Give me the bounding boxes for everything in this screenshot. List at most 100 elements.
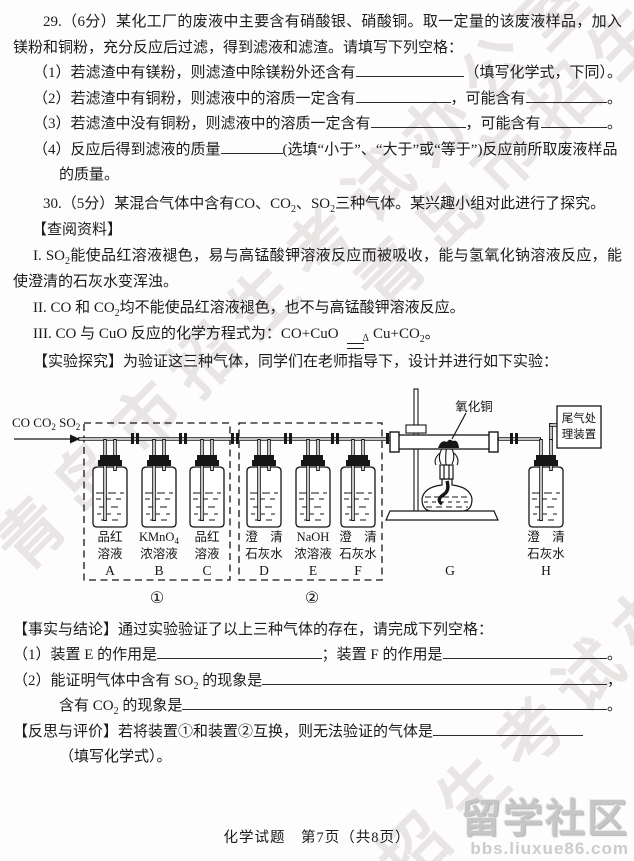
q29-item4-note: (选填“小于”、“大于”或“等于”)反应前所取废液样品: [282, 141, 618, 158]
page-footer: 化学试题 第7页（共8页）: [223, 830, 411, 846]
logo-url: bbs.liuxue86.com: [470, 839, 629, 859]
svg-text:NaOH: NaOH: [297, 530, 330, 544]
fill1-mid: ；装置 F 的作用是: [321, 647, 443, 663]
answer-blank: [262, 670, 607, 685]
q30-ref-item-2: II. CO 和 CO2均不能使品红溶液褪色，也不与高锰酸钾溶液反应。: [33, 299, 465, 319]
q30-section-experiment: 【实验探究】为验证这三种气体，同学们在老师指导下，设计并进行如下实验：: [33, 353, 559, 370]
logo-text: 留学社区: [461, 797, 629, 842]
stand-clamp: [405, 423, 427, 434]
bottle-D: [245, 436, 283, 529]
q30-section-reflection: 【反思与评价】若将装置①和装置②互换，则无法验证的气体是: [13, 720, 622, 746]
q29-item4-text: （4）反应后得到滤液的质量: [33, 141, 221, 158]
svg-text:溶液: 溶液: [97, 546, 123, 561]
answer-blank: [157, 644, 322, 659]
svg-text:G: G: [445, 563, 455, 578]
answer-blank: [525, 88, 607, 103]
svg-text:F: F: [354, 563, 362, 578]
question-29: 29.（6分）某化工厂的废液中主要含有硝酸银、硝酸铜。取一定量的该废液样品，加入…: [13, 10, 622, 189]
svg-text:浓溶液: 浓溶液: [140, 546, 178, 561]
svg-text:澄 清: 澄 清: [245, 529, 283, 544]
svg-text:KMnO4: KMnO4: [139, 530, 179, 546]
flow-arrow: [70, 434, 80, 443]
fill2b-period: 。: [606, 698, 622, 714]
alcohol-lamp: [421, 444, 473, 512]
bottle-F: [339, 436, 377, 529]
svg-text:溶液: 溶液: [194, 546, 220, 561]
tube-right-collar: [488, 430, 499, 453]
answer-blank: [355, 62, 465, 77]
svg-text:A: A: [105, 563, 115, 578]
svg-text:澄 清: 澄 清: [339, 529, 377, 544]
cuo-label: 氧化铜: [455, 399, 493, 414]
wick-holder: [439, 463, 454, 480]
bottle-A: [91, 436, 129, 529]
svg-text:澄 清: 澄 清: [527, 529, 565, 544]
svg-text:D: D: [259, 563, 269, 578]
q29-item2-text: （2）若滤渣中有铜粉，则滤液中的溶质一定含有: [33, 90, 356, 107]
bottle-labels: 品红 溶液 KMnO4 浓溶液 品红 溶液 澄 清 石灰水 NaOH 浓溶液 澄…: [97, 529, 565, 561]
q30-fill-2: （2）能证明气体中含有 SO2 的现象是 ，: [13, 669, 622, 695]
q30-reflection-line2: （填写化学式）。: [59, 749, 172, 765]
answer-blank: [540, 113, 607, 128]
group2-number: ②: [305, 590, 319, 607]
lamp-body: [421, 477, 473, 512]
q30-fill-1: （1）装置 E 的作用是 ；装置 F 的作用是 。: [13, 643, 622, 669]
q29-item2-mid: ，可能含有: [450, 90, 526, 107]
lamp-wick: [437, 480, 450, 505]
equation-right: Cu+CO2。: [372, 325, 440, 345]
gas-inlet-label: CO CO2 SO2: [12, 415, 80, 432]
tailgas-label-1: 尾气处: [562, 411, 597, 425]
answer-blank: [433, 721, 584, 736]
svg-text:浓溶液: 浓溶液: [294, 546, 332, 561]
delta-over-equals: Δ: [343, 332, 369, 349]
group2-box: [238, 421, 383, 581]
svg-text:B: B: [154, 563, 163, 578]
q30-fill-2-line2: 含有 CO2 的现象是 。: [59, 694, 622, 720]
equals-bar: [347, 342, 365, 349]
group1-number: ①: [150, 590, 164, 607]
q29-item-4: （4）反应后得到滤液的质量 (选填“小于”、“大于”或“等于”)反应前所取废液样…: [33, 138, 622, 164]
tailgas-box: 尾气处 理装置: [556, 404, 602, 449]
bottle-B: [140, 436, 178, 529]
q30-section-reference: 【查阅资料】: [32, 221, 123, 238]
q29-item-3: （3）若滤渣中没有铜粉，则滤液中的溶质一定含有 ，可能含有 。: [33, 112, 622, 138]
watermark-logo: 留学社区 bbs.liuxue86.com: [461, 798, 629, 858]
answer-blank: [182, 695, 607, 710]
bottle-E: [294, 436, 332, 529]
q30-ref-item-1: I. SO2能使品红溶液褪色，易与高锰酸钾溶液反应而被吸收，能与氢氧化钠溶液反应…: [13, 247, 622, 290]
stand-pole: [413, 387, 419, 514]
q29-item3-text: （3）若滤渣中没有铜粉，则滤液中的溶质一定含有: [33, 116, 371, 132]
svg-text:品红: 品红: [194, 529, 219, 544]
bottle-C: [188, 436, 226, 529]
bottle-H: [527, 436, 565, 529]
fill1-pre: （1）装置 E 的作用是: [13, 647, 158, 663]
fill1-period: 。: [606, 647, 622, 663]
svg-text:品红: 品红: [97, 529, 122, 544]
fill2-comma: ，: [606, 672, 622, 689]
gas-inlet: CO CO2 SO2: [12, 415, 80, 443]
answer-blank: [370, 113, 466, 128]
tube-left-collar: [389, 430, 400, 453]
svg-text:H: H: [541, 563, 551, 578]
q29-item1-note: （填写化学式，下同）。: [464, 65, 622, 81]
q29-item3-mid: ，可能含有: [465, 116, 541, 132]
reflection-text: 【反思与评价】若将装置①和装置②互换，则无法验证的气体是: [13, 723, 434, 740]
svg-text:石灰水: 石灰水: [527, 547, 565, 561]
apparatus-diagram: CO CO2 SO2: [12, 387, 602, 607]
q29-item-2: （2）若滤渣中有铜粉，则滤液中的溶质一定含有 ，可能含有 。: [33, 87, 622, 113]
bottle-letters: A B C D E F G H: [105, 563, 551, 578]
q29-item-4-line2: 的质量。: [59, 167, 120, 183]
page-content: 29.（6分）某化工厂的废液中主要含有硝酸银、硝酸铜。取一定量的该废液样品，加入…: [12, 10, 622, 771]
q30-facts-conclusions: 【事实与结论】通过实验验证了以上三种气体的存在，请完成下列空格： （1）装置 E…: [13, 618, 622, 771]
q29-item-1: （1）若滤渣中有镁粉，则滤渣中除镁粉外还含有 （填写化学式，下同）。: [33, 61, 622, 87]
q30-intro: 30.（5分）某混合气体中含有CO、CO2、SO2三种气体。某兴趣小组对此进行了…: [43, 195, 606, 215]
question-30: 30.（5分）某混合气体中含有CO、CO2、SO2三种气体。某兴趣小组对此进行了…: [13, 191, 622, 375]
svg-text:E: E: [309, 563, 317, 578]
answer-blank: [355, 88, 451, 103]
svg-text:石灰水: 石灰水: [245, 547, 283, 561]
stand-base: [385, 509, 499, 521]
q29-item1-text: （1）若滤渣中有镁粉，则滤渣中除镁粉外还含有: [33, 65, 356, 81]
delta-symbol: Δ: [362, 332, 369, 344]
